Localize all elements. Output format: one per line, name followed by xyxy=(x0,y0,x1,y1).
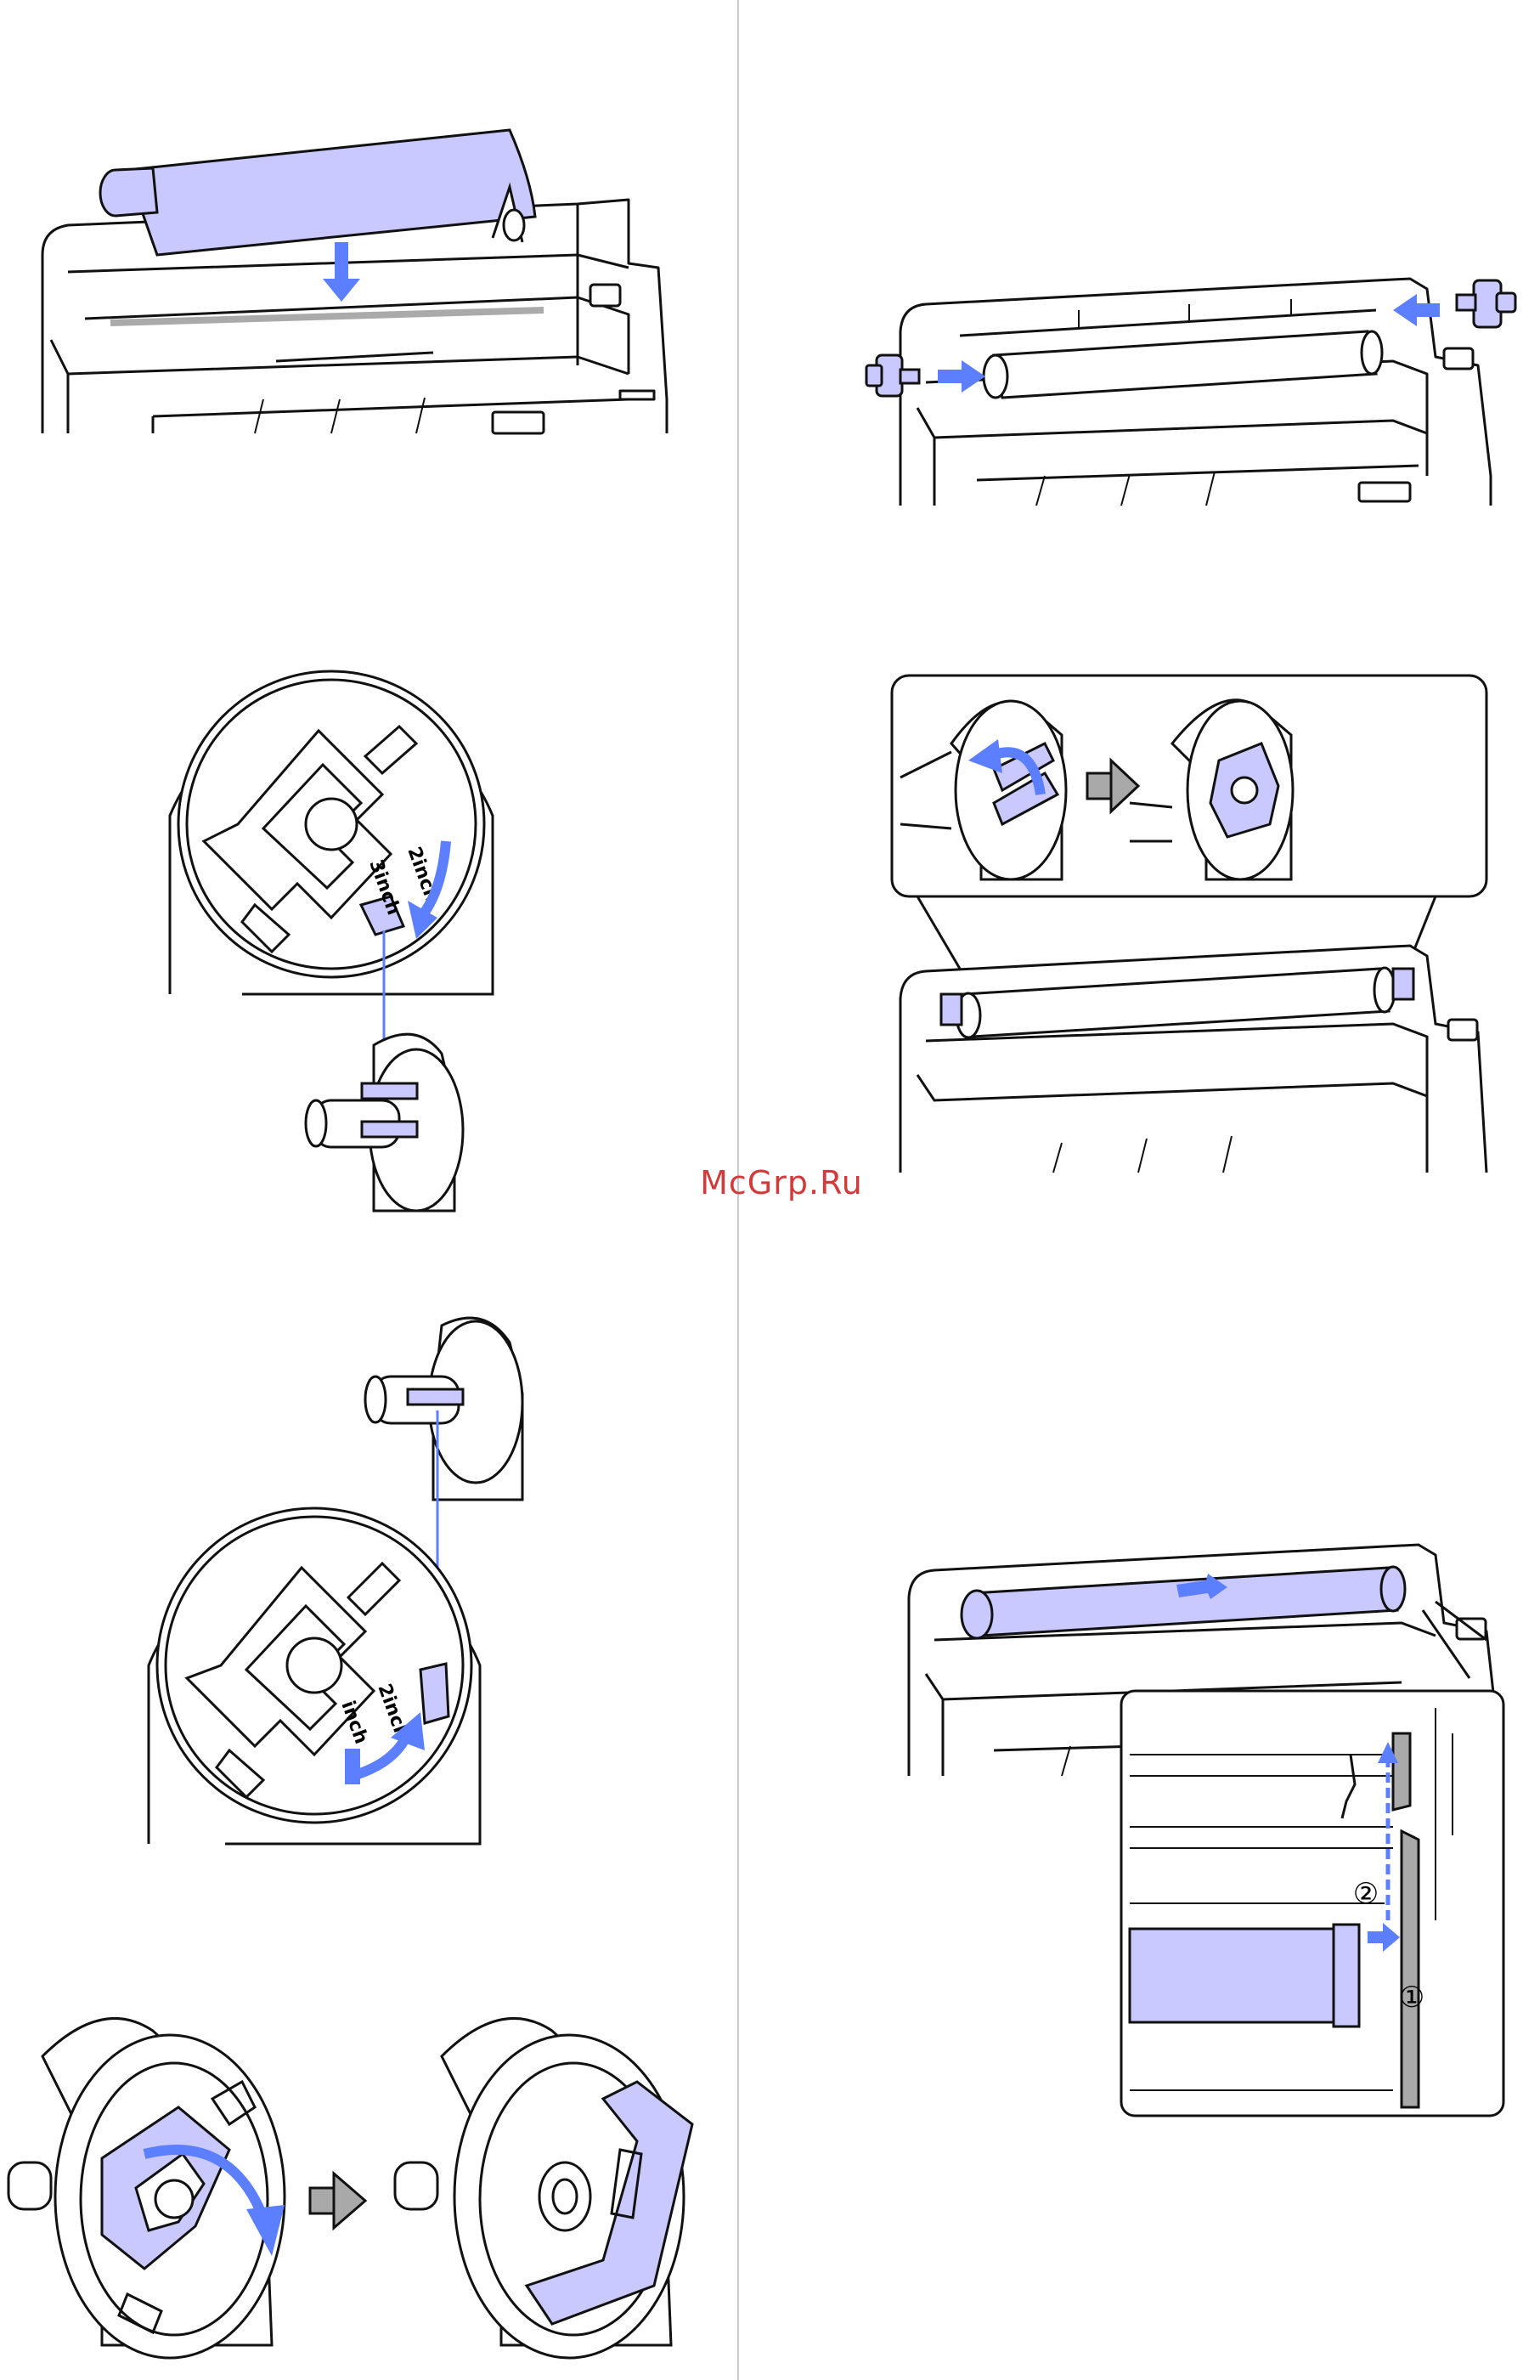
figure-roll-into-slot: ② ① xyxy=(892,1529,1512,2124)
detail-callout xyxy=(1121,1691,1503,2116)
step-marker-1: ① xyxy=(1399,1981,1424,2015)
gray-right-arrow-icon xyxy=(310,2174,365,2228)
adapter-slider-2 xyxy=(420,1664,448,1723)
watermark-text: McGrp.Ru xyxy=(688,1164,875,1201)
printer-with-roll xyxy=(900,946,1486,1173)
adapter-top-view xyxy=(365,1318,522,1500)
figure-load-roll-on-printer xyxy=(34,119,680,442)
figure-adapter-lever-lock xyxy=(8,2005,705,2371)
adapter-locked xyxy=(395,2018,692,2358)
figure-adapter-size-select-2: 2inch inch xyxy=(144,1309,569,1861)
roll-end-detail xyxy=(1130,1925,1359,2027)
figure-adapter-lock-on-printer xyxy=(883,676,1512,1177)
adapter-side-view xyxy=(306,1034,463,1211)
figure-adapter-size-select: 2inch 3inch xyxy=(161,646,518,1224)
right-adapter xyxy=(1457,280,1515,327)
step-marker-2: ② xyxy=(1353,1877,1379,1911)
figure-insert-adapters xyxy=(866,255,1529,510)
